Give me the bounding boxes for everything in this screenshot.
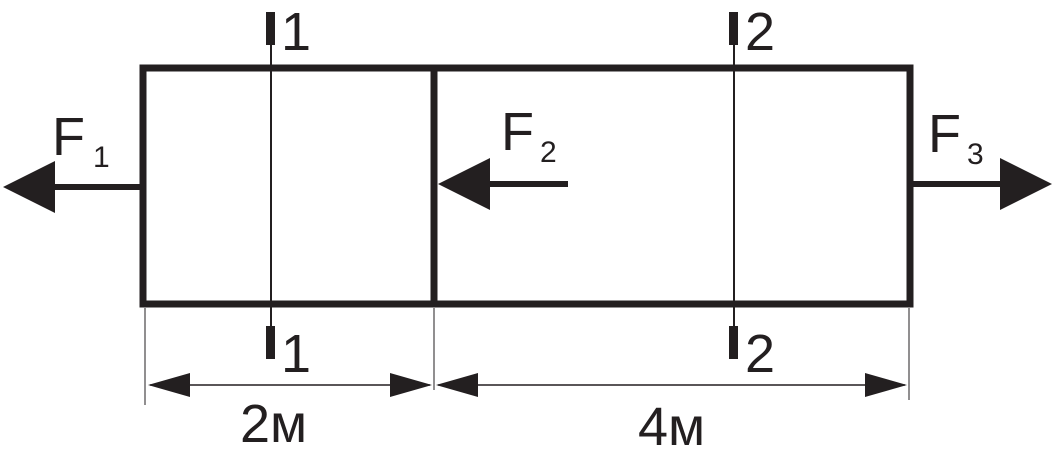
force-f1-letter: F — [52, 107, 85, 167]
section-label-2-bottom: 2 — [745, 324, 775, 384]
section-label-1-top: 1 — [281, 2, 311, 62]
force-f3-index: 3 — [967, 138, 984, 171]
section-mark-1-bottom — [266, 326, 275, 359]
section-mark-2-bottom — [729, 326, 738, 359]
dim-left-arrow-start — [148, 373, 190, 397]
dim-right-arrow-end — [865, 373, 907, 397]
section-label-1-bottom: 1 — [281, 324, 311, 384]
dim-right-arrow-start — [436, 373, 478, 397]
section-mark-1-top — [266, 12, 275, 45]
force-f1-index: 1 — [93, 141, 110, 174]
dimension-label-right: 4м — [638, 397, 705, 450]
dimension-label-left: 2м — [240, 394, 307, 450]
force-f2-index: 2 — [540, 136, 557, 169]
section-mark-2-top — [729, 12, 738, 45]
force-f3-letter: F — [928, 104, 961, 164]
section-label-2-top: 2 — [745, 2, 775, 62]
dim-left-arrow-end — [390, 373, 432, 397]
force-f3-arrowhead — [1000, 158, 1052, 210]
force-f1-arrowhead — [3, 161, 55, 213]
force-f2-letter: F — [501, 102, 534, 162]
force-f2-arrowhead — [438, 158, 490, 210]
